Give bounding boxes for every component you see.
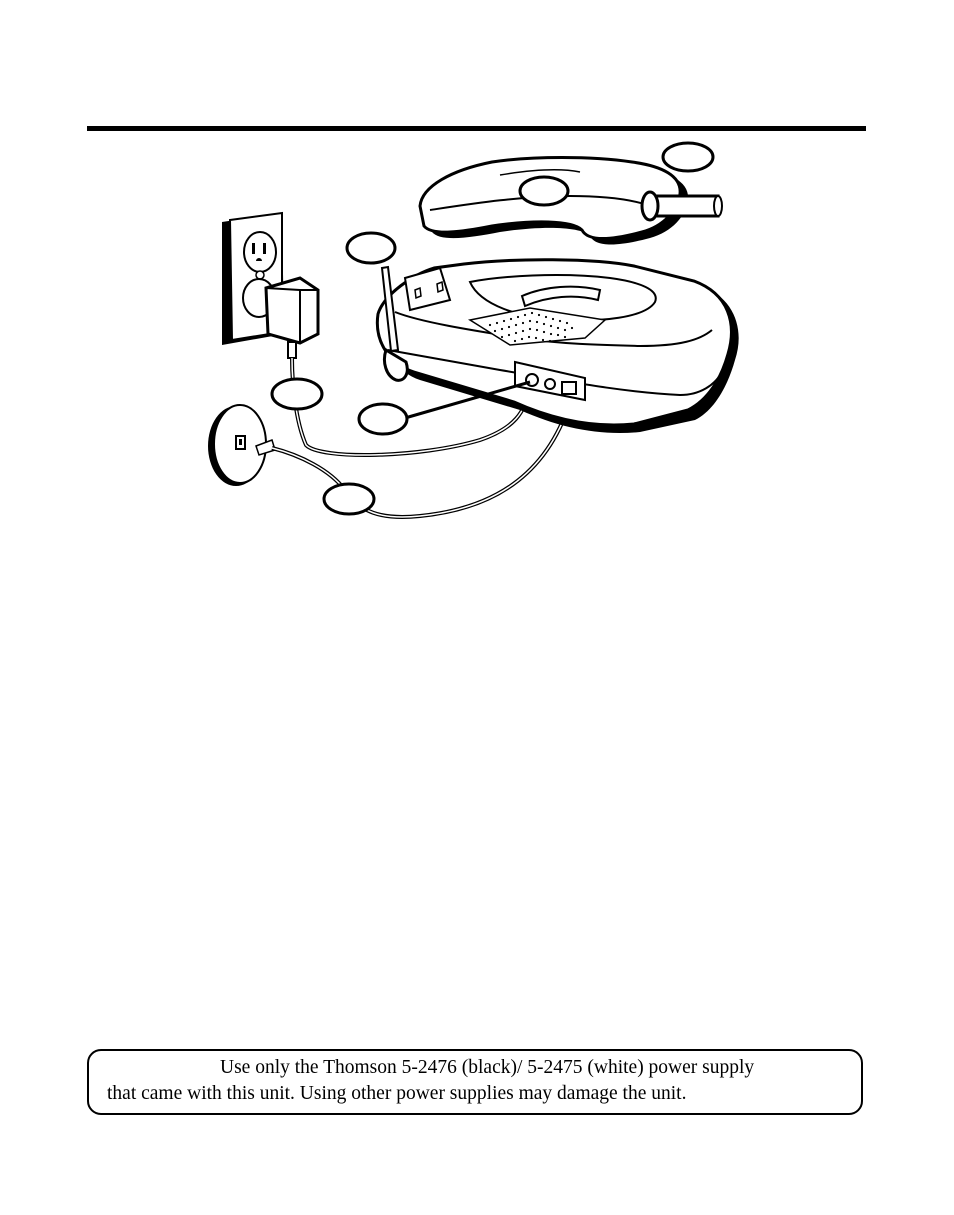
power-adapter-callout <box>270 377 324 411</box>
phone-setup-illustration <box>208 141 739 519</box>
base-antenna-callout <box>345 231 397 265</box>
handset-antenna <box>640 190 723 222</box>
base-antenna <box>380 265 409 382</box>
caution-note-box: Use only the Thomson 5-2476 (black)/ 5-2… <box>87 1049 863 1115</box>
handset-antenna-callout <box>661 141 715 173</box>
speaker-grille <box>488 311 574 343</box>
header-rule <box>87 126 866 131</box>
jacks-leader-line <box>404 380 531 420</box>
base-jacks-callout <box>357 402 409 436</box>
base-unit <box>375 258 739 434</box>
phone-cord-callout <box>322 482 376 516</box>
note-line-2: that came with this unit. Using other po… <box>107 1083 687 1104</box>
phone-wall-jack <box>208 395 574 519</box>
handset-body-callout <box>518 175 570 207</box>
note-line-1: Use only the Thomson 5-2476 (black)/ 5-2… <box>220 1057 755 1078</box>
